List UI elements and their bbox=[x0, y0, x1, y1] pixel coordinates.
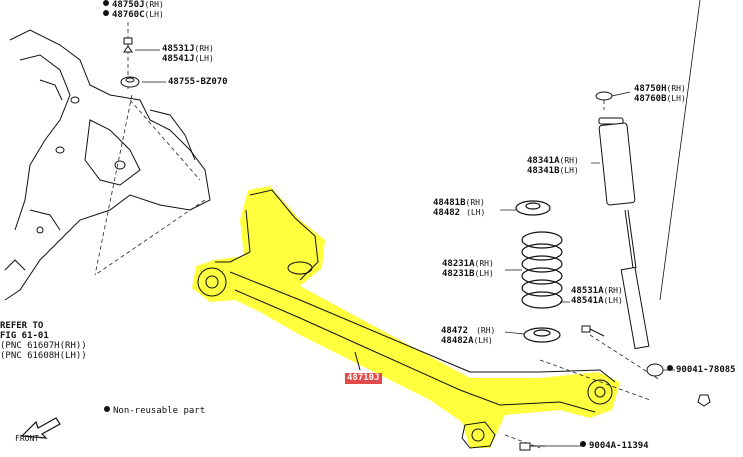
shock-absorber-drawing bbox=[595, 91, 711, 407]
part-label-48531A: 48531A(RH) bbox=[571, 286, 623, 296]
part-label-48482: 48482(LH) bbox=[433, 208, 486, 218]
axle-beam-drawing bbox=[197, 189, 616, 449]
label-leader-lines bbox=[135, 49, 675, 447]
front-label: FRONT bbox=[15, 434, 40, 443]
part-label-48341A: 48341A(RH) bbox=[527, 156, 579, 166]
part-label-48231A: 48231A(RH) bbox=[442, 259, 494, 269]
part-label-48541A: 48541A(LH) bbox=[571, 296, 623, 306]
part-label-9004A-11394: 9004A-11394 bbox=[580, 441, 649, 451]
part-label-48341B: 48341B(LH) bbox=[527, 166, 579, 176]
part-label-48760B: 48760B(LH) bbox=[634, 94, 686, 104]
part-label-48231B: 48231B(LH) bbox=[442, 269, 494, 279]
part-label-48472: 48472(RH) bbox=[441, 326, 496, 336]
refer-note-pnc-lh: (PNC 61608H(LH)) bbox=[0, 351, 87, 361]
part-label-48750H: 48750H(RH) bbox=[634, 84, 686, 94]
axle-beam-highlight bbox=[192, 186, 620, 448]
legend-non-reusable: Non-reusable part bbox=[104, 406, 205, 416]
part-label-48760C: 48760C(LH) bbox=[103, 10, 164, 20]
bump-stop-parts bbox=[120, 37, 140, 88]
refer-note-fig: FIG 61-01 bbox=[0, 331, 49, 341]
refer-note-pnc-rh: (PNC 61607H(RH)) bbox=[0, 341, 87, 351]
bolt-drawing bbox=[519, 325, 605, 451]
part-label-48750J: 48750J(RH) bbox=[103, 0, 164, 10]
body-panel-drawing bbox=[4, 29, 211, 301]
part-label-48541J: 48541J(LH) bbox=[162, 54, 214, 64]
shock-leader-line bbox=[659, 0, 701, 301]
part-label-48482A: 48482A(LH) bbox=[441, 336, 493, 346]
refer-note: REFER TO bbox=[0, 321, 44, 331]
part-label-48710J: 48710J bbox=[345, 373, 382, 384]
part-label-48755-BZ070: 48755-BZ070 bbox=[168, 77, 228, 87]
coil-spring-drawing bbox=[515, 200, 563, 343]
part-label-48481B: 48481B(RH) bbox=[433, 198, 485, 208]
part-label-90041-78085: 90041-78085 bbox=[667, 365, 736, 375]
front-arrow-icon bbox=[20, 417, 61, 439]
part-label-48531J: 48531J(RH) bbox=[162, 44, 214, 54]
